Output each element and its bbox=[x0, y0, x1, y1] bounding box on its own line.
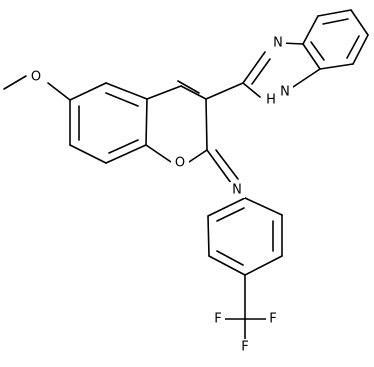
chromene-oxygen-label: O bbox=[175, 156, 185, 171]
methoxy-group bbox=[3, 75, 71, 101]
benzimidazole-nh-h-label: H bbox=[266, 93, 276, 108]
benzimidazole-nh-n-label: N bbox=[280, 85, 290, 100]
trifluoromethyl-phenyl-ring bbox=[207, 197, 283, 276]
cf3-fluorine-right-label: F bbox=[269, 312, 276, 327]
cf3-fluorine-left-label: F bbox=[214, 312, 221, 327]
methoxy-oxygen-label: O bbox=[31, 70, 41, 85]
benzimidazole-benzene-ring bbox=[302, 9, 369, 70]
imine-nitrogen-label: N bbox=[232, 183, 242, 198]
imidazole-ring bbox=[242, 42, 321, 98]
trifluoromethyl-group bbox=[222, 274, 269, 340]
chromene-pyran-ring bbox=[145, 80, 244, 163]
cf3-fluorine-bottom-label: F bbox=[241, 340, 248, 355]
methoxy-benzene-ring bbox=[69, 82, 148, 164]
benzimidazole-n-label: N bbox=[273, 36, 283, 51]
